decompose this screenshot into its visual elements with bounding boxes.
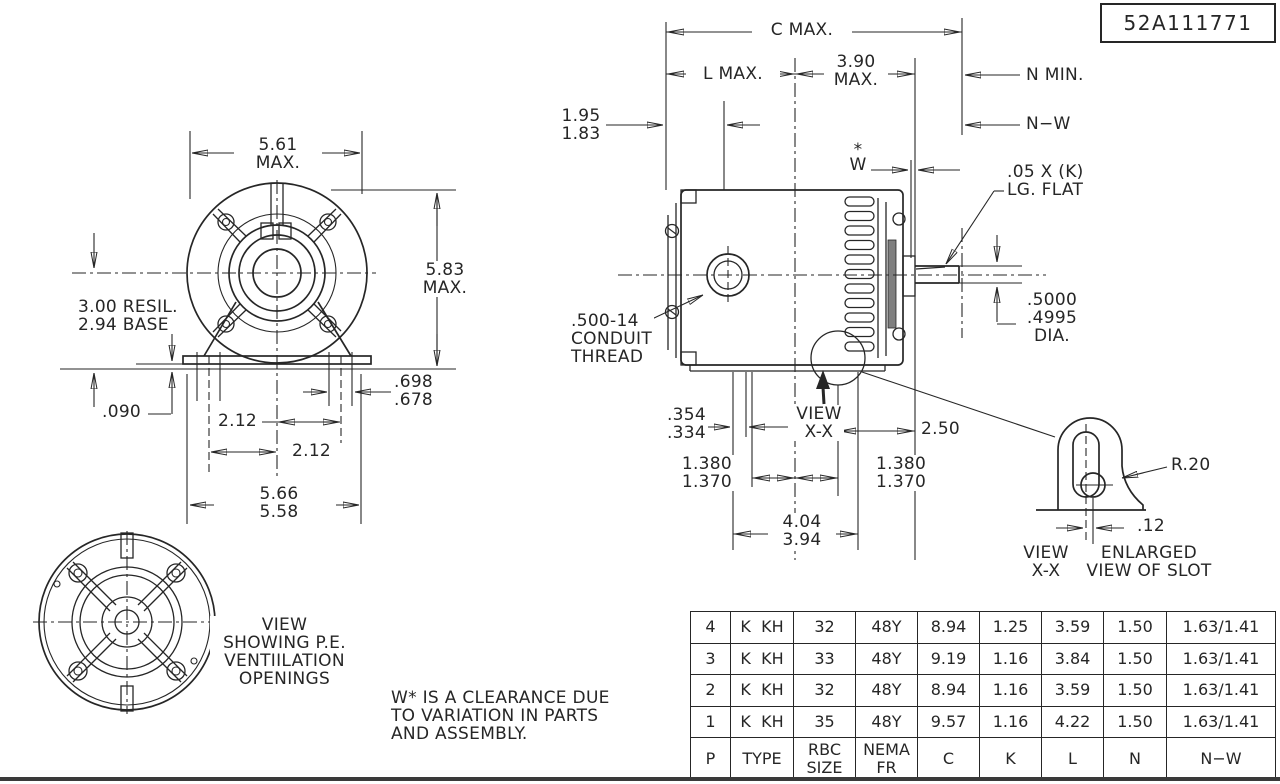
table-cell: 1.63/1.41 [1166, 611, 1276, 644]
dim-1380-left-label: 1.380 1.370 [664, 455, 734, 491]
dim-bolt-b-label: 2.12 [290, 441, 334, 461]
table-cell: 9.57 [917, 705, 980, 738]
slot-enlarged-label: ENLARGED VIEW OF SLOT [1082, 544, 1216, 580]
table-cell: 1.50 [1103, 705, 1167, 738]
table-cell: K KH [730, 705, 794, 738]
front-view-linework [60, 131, 456, 524]
dim-195-label: 1.95 1.83 [556, 107, 606, 143]
table-cell: 1.50 [1103, 611, 1167, 644]
shaft-dia-label: .5000 .4995 DIA. [1018, 291, 1086, 345]
table-cell: 3 [690, 642, 731, 675]
pe-view-linework [33, 531, 222, 714]
table-cell: 1.50 [1103, 674, 1167, 707]
table-cell: 1.63/1.41 [1166, 642, 1276, 675]
table-cell: 35 [793, 705, 856, 738]
dim-height-label: 5.83 MAX. [401, 261, 489, 297]
table-cell: C [917, 737, 980, 780]
table-cell: 1.25 [979, 611, 1042, 644]
table-cell: N−W [1166, 737, 1276, 780]
side-view-linework [606, 18, 1056, 560]
table-cell: 48Y [855, 642, 918, 675]
table-cell: TYPE [730, 737, 794, 780]
table-cell: 32 [793, 674, 856, 707]
table-cell: K [979, 737, 1042, 780]
dim-n-w-label: N−W [1024, 114, 1073, 134]
dim-base-width-label: 5.66 5.58 [247, 485, 311, 521]
lg-flat-label: .05 X (K) LG. FLAT [1005, 162, 1086, 200]
table-cell: 48Y [855, 705, 918, 738]
table-cell: 3.84 [1041, 642, 1104, 675]
slot-offset-label: .12 [1135, 516, 1167, 536]
table-cell: 2 [690, 674, 731, 707]
table-cell: 1.16 [979, 642, 1042, 675]
dim-404-label: 4.04 3.94 [768, 513, 836, 549]
dim-354-label: .354 .334 [658, 406, 708, 442]
sheet-edge-line [0, 777, 1280, 781]
table-cell: 32 [793, 611, 856, 644]
table-cell: 33 [793, 642, 856, 675]
table-cell: N [1103, 737, 1167, 780]
table-cell: 1 [690, 705, 731, 738]
conduit-label: .500-14 CONDUIT THREAD [569, 311, 654, 367]
slot-radius-label: R.20 [1169, 455, 1213, 475]
dim-c-max-label: C MAX. [752, 21, 852, 39]
table-cell: 9.19 [917, 642, 980, 675]
dim-1380-right-label: 1.380 1.370 [874, 454, 929, 492]
table-cell: 3.59 [1041, 611, 1104, 644]
table-cell: 8.94 [917, 674, 980, 707]
dim-resil-label: 3.00 RESIL. 2.94 BASE [76, 297, 180, 335]
dim-width-label: 5.61 MAX. [234, 136, 322, 172]
pe-view-caption: VIEW SHOWING P.E. VENTIILATION OPENINGS [210, 616, 359, 688]
table-cell: 3.59 [1041, 674, 1104, 707]
dim-gap-label: .090 [100, 402, 144, 422]
table-cell: 4.22 [1041, 705, 1104, 738]
table-cell: 1.63/1.41 [1166, 674, 1276, 707]
table-cell: L [1041, 737, 1104, 780]
slot-view-linework [1036, 417, 1168, 551]
dim-390-label: 3.90 MAX. [824, 53, 888, 89]
table-cell: K KH [730, 674, 794, 707]
table-cell: 4 [690, 611, 731, 644]
table-cell: 1.16 [979, 674, 1042, 707]
title-block: 52A111771 [1100, 3, 1276, 43]
dim-l-max-label: L MAX. [686, 65, 780, 83]
table-cell: K KH [730, 611, 794, 644]
dim-slot-width-label: .698 .678 [392, 372, 436, 410]
table-cell: K KH [730, 642, 794, 675]
table-cell: P [690, 737, 731, 780]
w-clearance-note: W* IS A CLEARANCE DUE TO VARIATION IN PA… [389, 689, 693, 743]
dim-250-label: 2.50 [919, 419, 963, 439]
part-number: 52A111771 [1123, 11, 1253, 35]
table-cell: 48Y [855, 611, 918, 644]
table-cell: 1.50 [1103, 642, 1167, 675]
table-cell: 1.16 [979, 705, 1042, 738]
dim-bolt-a-label: 2.12 [216, 411, 260, 431]
w-clearance-mark: * W [845, 142, 871, 174]
dim-n-min-label: N MIN. [1024, 65, 1086, 85]
table-cell: 8.94 [917, 611, 980, 644]
table-cell: 1.63/1.41 [1166, 705, 1276, 738]
view-xx-callout: VIEW X-X [794, 405, 844, 441]
table-cell: 48Y [855, 674, 918, 707]
table-cell: RBC SIZE [793, 737, 856, 780]
slot-view-label: VIEW X-X [1020, 544, 1072, 580]
table-cell: NEMA FR [855, 737, 918, 780]
